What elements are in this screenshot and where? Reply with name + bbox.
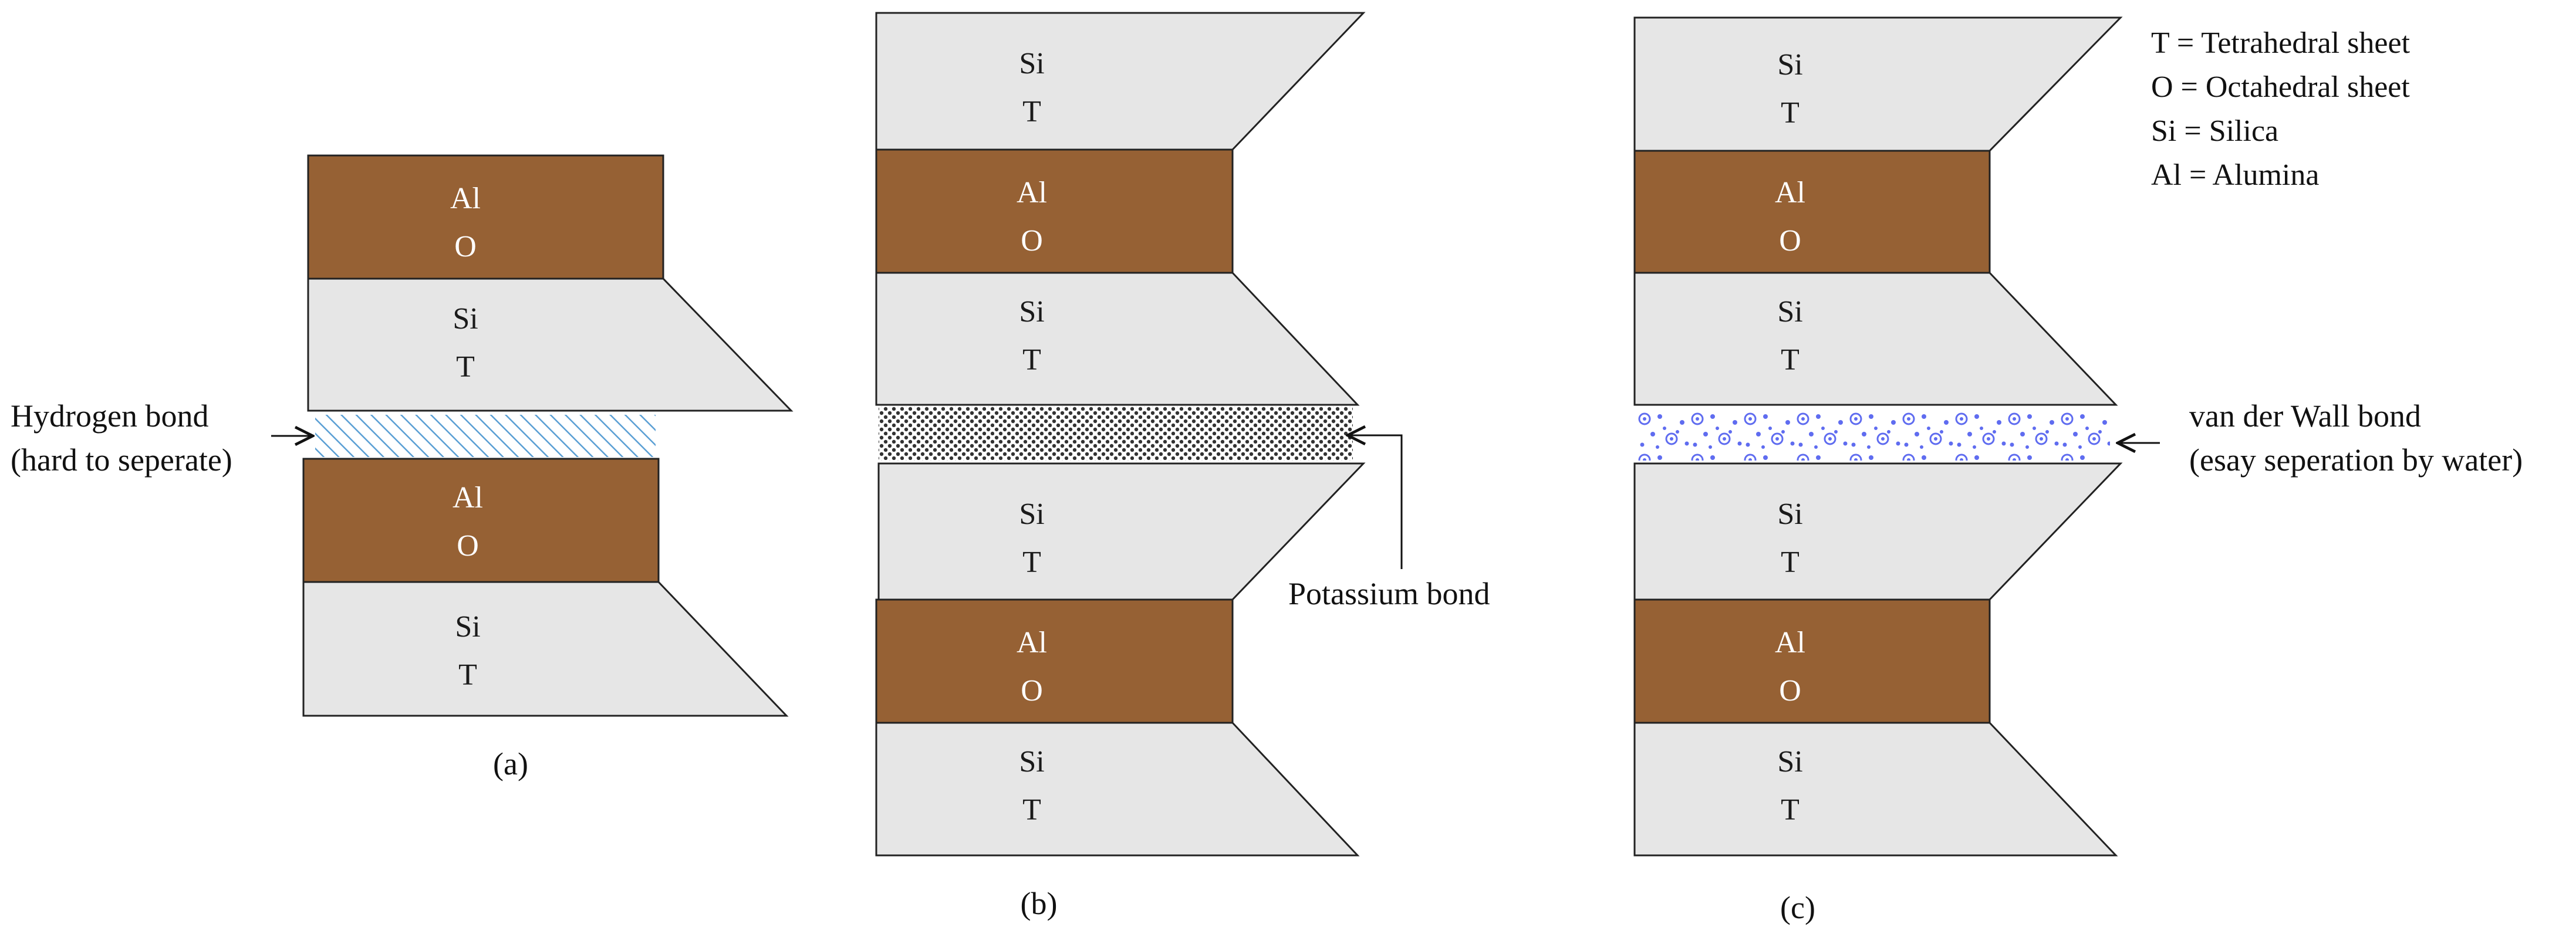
panel-c-bond-label-line2: (esay seperation by water) (2189, 442, 2523, 478)
panel-b-octahedral-sheet-2 (875, 598, 1234, 724)
panel-a-bond-label-line2: (hard to seperate) (11, 442, 232, 478)
panel-a-oct1-sheet: O (454, 230, 477, 263)
panel-b-bond-label: Potassium bond (1288, 576, 1490, 611)
legend-item-silica: Si = Silica (2151, 114, 2278, 148)
panel-b-tetrahedral-sheet-1 (875, 12, 1366, 151)
panel-a-tetrahedral-sheet-1 (307, 278, 794, 412)
panel-a-hydrogen-bond-layer (315, 415, 656, 457)
panel-a-tet2-sheet: T (458, 658, 477, 692)
panel-a-tet1-sheet: T (456, 350, 475, 384)
panel-a-tet2-element: Si (455, 610, 480, 644)
panel-c-tetrahedral-sheet-4 (1633, 722, 2118, 857)
panel-c-oct1-element: Al (1775, 176, 1805, 209)
panel-c-tetrahedral-sheet-2 (1633, 272, 2118, 406)
panel-c-bond-label-line1: van der Wall bond (2189, 398, 2421, 434)
panel-b-oct2-sheet: O (1021, 674, 1043, 708)
panel-b-octahedral-sheet-1 (875, 148, 1234, 274)
panel-c-tetrahedral-sheet-3 (1633, 462, 2123, 601)
panel-c-tet2-sheet: T (1781, 343, 1800, 377)
panel-b-tet4-element: Si (1019, 745, 1044, 779)
panel-c-tet3-sheet: T (1781, 546, 1800, 579)
panel-c-tet1-element: Si (1777, 48, 1802, 82)
panel-c-tet4-element: Si (1777, 745, 1802, 779)
panel-b-tet1-element: Si (1019, 47, 1044, 80)
panel-b-tet2-sheet: T (1022, 343, 1041, 377)
panel-a-octahedral-sheet-1 (307, 154, 664, 280)
panel-c-octahedral-sheet-1 (1633, 150, 1991, 274)
legend-item-alumina: Al = Alumina (2151, 158, 2319, 192)
panel-c-oct2-element: Al (1775, 626, 1805, 659)
panel-a: Al O Si T Al O Si T Hydrogen bond (hard … (11, 154, 794, 781)
panel-a-oct2-element: Al (453, 481, 483, 515)
panel-b-tetrahedral-sheet-2 (875, 272, 1360, 406)
panel-b-caption: (b) (1021, 886, 1058, 921)
panel-c-octahedral-sheet-2 (1633, 598, 1991, 724)
panel-b-oct1-sheet: O (1021, 224, 1043, 258)
panel-c-tetrahedral-sheet-1 (1633, 16, 2123, 152)
panel-a-caption: (a) (493, 746, 528, 781)
panel-c: Si T Al O Si T Si T Al O Si T van der Wa… (1633, 16, 2523, 925)
panel-b-tet1-sheet: T (1022, 95, 1041, 128)
panel-a-oct2-sheet: O (457, 529, 479, 563)
panel-b-tet2-element: Si (1019, 295, 1044, 329)
panel-c-oct2-sheet: O (1779, 674, 1801, 708)
panel-b-bond-arrow (1348, 435, 1403, 569)
legend: T = Tetrahedral sheet O = Octahedral she… (2151, 26, 2410, 192)
panel-a-bond-label-line1: Hydrogen bond (11, 398, 208, 434)
panel-a-oct1-element: Al (450, 182, 481, 215)
legend-item-octahedral: O = Octahedral sheet (2151, 70, 2410, 104)
panel-b-oct2-element: Al (1017, 626, 1047, 659)
panel-b-potassium-bond-layer (879, 407, 1353, 461)
legend-item-tetrahedral: T = Tetrahedral sheet (2151, 26, 2410, 60)
panel-b-oct1-element: Al (1017, 176, 1047, 209)
panel-c-caption: (c) (1780, 890, 1815, 925)
panel-b-tetrahedral-sheet-4 (875, 722, 1360, 857)
panel-b: Si T Al O Si T Si T Al O Si T Potassium … (875, 12, 1490, 921)
panel-c-oct1-sheet: O (1779, 224, 1801, 258)
panel-a-octahedral-sheet-2 (302, 458, 660, 583)
panel-c-tet3-element: Si (1777, 498, 1802, 531)
panel-c-tet1-sheet: T (1781, 96, 1800, 130)
panel-b-tet3-element: Si (1019, 498, 1044, 531)
panel-b-tet3-sheet: T (1022, 546, 1041, 579)
panel-b-tet4-sheet: T (1022, 793, 1041, 827)
panel-a-tet1-element: Si (453, 302, 478, 336)
panel-c-tet4-sheet: T (1781, 793, 1800, 827)
panel-c-tet2-element: Si (1777, 295, 1802, 329)
panel-a-tetrahedral-sheet-2 (302, 581, 789, 717)
panel-c-vdw-bond-layer (1638, 408, 2110, 461)
